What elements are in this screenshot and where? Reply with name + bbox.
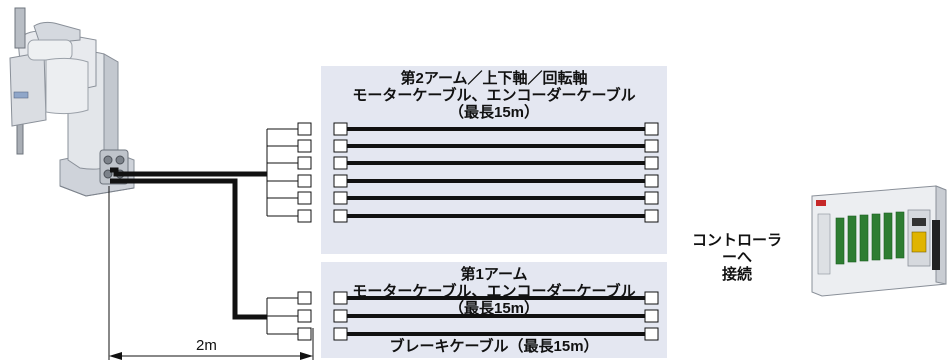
upper-cable-title: 第2アーム／上下軸／回転軸 <box>400 70 588 87</box>
lower-cable-bundle <box>110 178 267 320</box>
scara-robot-illustration <box>9 7 135 197</box>
controller-label-line1: コントローラーへ <box>691 232 782 266</box>
brake-cable-label: ブレーキケーブル（最長15m） <box>389 338 599 355</box>
lower-cable-panel: 第1アーム モーターケーブル、エンコーダーケーブル （最長15m） ブレーキケー… <box>321 262 667 358</box>
upper-robot-connectors <box>297 122 312 223</box>
dimension-arrow-right <box>300 352 313 360</box>
upper-cable-types: モーターケーブル、エンコーダーケーブル <box>352 87 636 104</box>
lower-robot-connectors <box>297 291 312 341</box>
lower-cable-length: （最長15m） <box>448 300 540 317</box>
lower-extension-cables <box>333 291 659 341</box>
controller-connection-label: コントローラーへ 接続 <box>685 232 789 283</box>
dimension-label: 2m <box>196 337 217 354</box>
lower-cable-title: 第1アーム <box>460 266 528 283</box>
upper-cable-panel: 第2アーム／上下軸／回転軸 モーターケーブル、エンコーダーケーブル （最長15m… <box>321 66 667 254</box>
upper-fanout <box>266 128 298 217</box>
upper-extension-cables <box>333 122 659 223</box>
controller-label-line2: 接続 <box>721 266 752 283</box>
lower-cable-types: モーターケーブル、エンコーダーケーブル <box>352 283 636 300</box>
controller-illustration <box>811 185 947 297</box>
upper-cable-length: （最長15m） <box>448 104 540 121</box>
upper-cable-bundle <box>110 167 267 177</box>
dimension-arrow-left <box>109 352 122 360</box>
lower-fanout <box>266 297 298 335</box>
